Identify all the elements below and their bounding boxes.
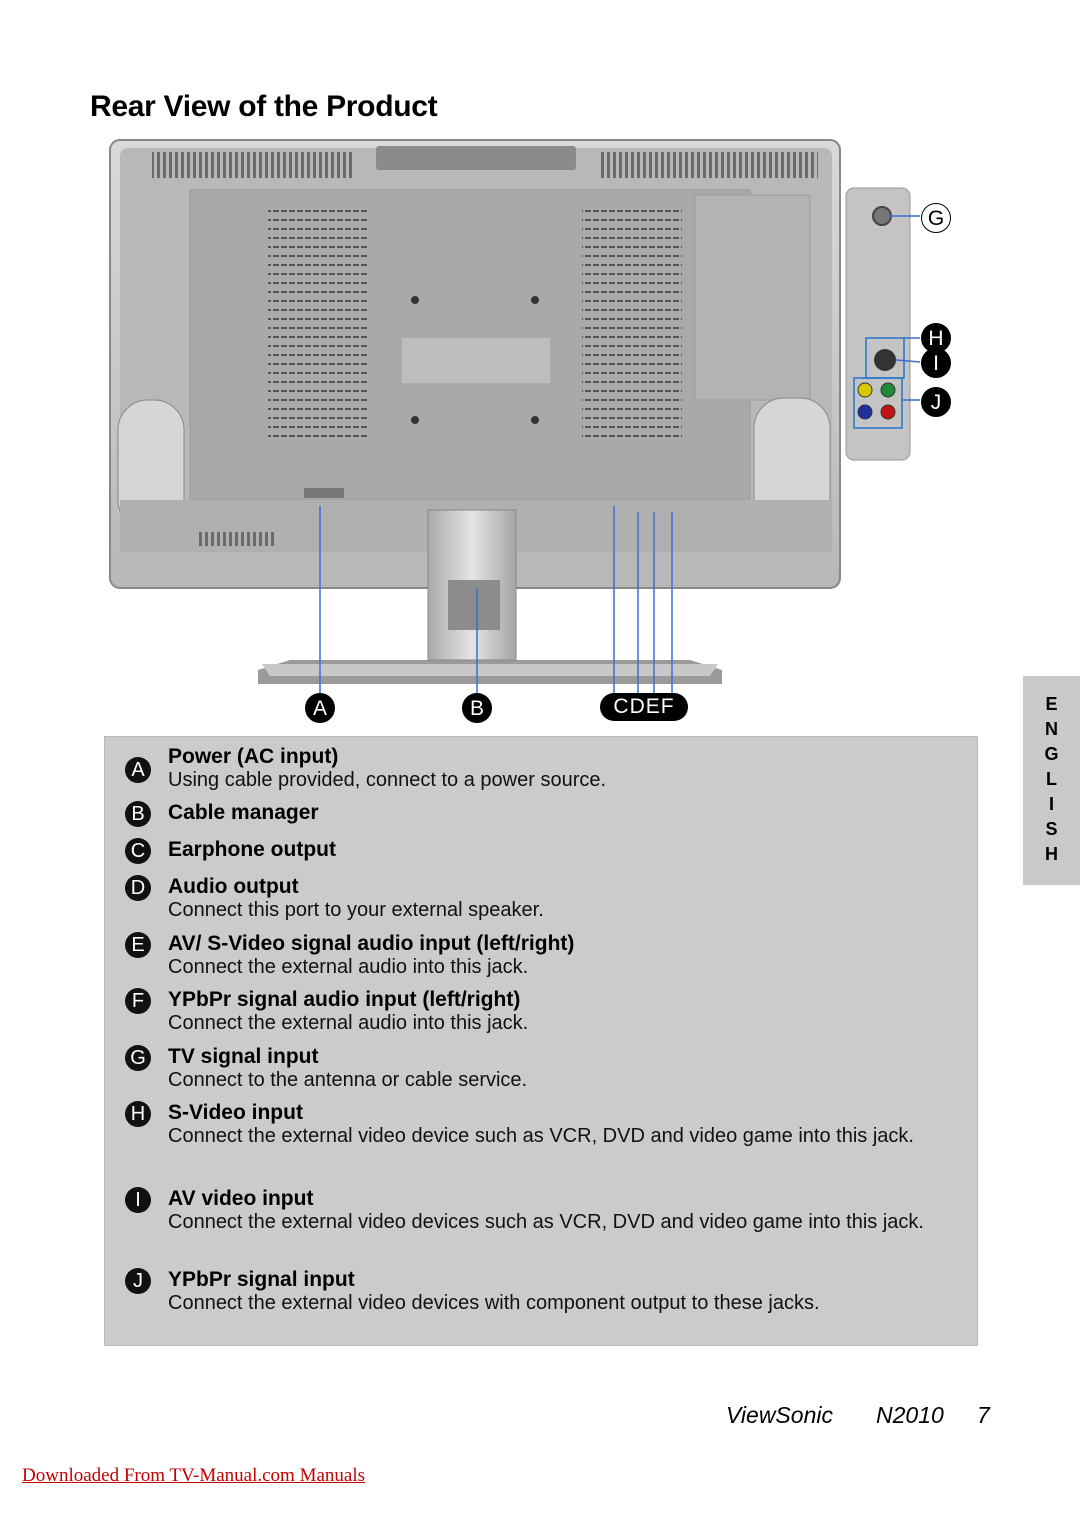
legend-item-title: AV video input	[168, 1187, 314, 1210]
legend-item-title: S-Video input	[168, 1101, 303, 1124]
callout-cdef: CDEF	[600, 693, 688, 721]
legend-badge: H	[125, 1101, 151, 1127]
legend-item-title: TV signal input	[168, 1045, 319, 1068]
side-tab-letter: H	[1045, 844, 1058, 864]
legend-item-desc: Connect the external video devices with …	[168, 1292, 820, 1314]
legend-badge: G	[125, 1045, 151, 1071]
top-vent-right	[598, 152, 818, 178]
legend-item-desc: Connect the external video device such a…	[168, 1125, 914, 1147]
callout-i: I	[921, 348, 951, 378]
callout-b: B	[462, 693, 492, 723]
s-video-jack	[874, 349, 896, 371]
footer-brand: ViewSonic	[726, 1402, 833, 1428]
side-tab-letter: S	[1045, 819, 1058, 839]
side-tab-letter: N	[1045, 719, 1058, 739]
callout-a: A	[305, 693, 335, 723]
legend-badge: J	[125, 1268, 151, 1294]
legend-item-desc: Connect this port to your external speak…	[168, 899, 544, 921]
legend-item-title: YPbPr signal input	[168, 1268, 355, 1291]
legend-item-desc: Using cable provided, connect to a power…	[168, 769, 607, 791]
product-rear-view-figure: A B CDEF G H I J	[0, 0, 1080, 730]
legend-badge: D	[125, 875, 151, 901]
callout-j: J	[921, 387, 951, 417]
footer-model: N2010	[876, 1402, 944, 1428]
legend-item-title: AV/ S-Video signal audio input (left/rig…	[168, 932, 575, 955]
legend-item-desc: Connect the external audio into this jac…	[168, 1012, 529, 1034]
rf-jack	[872, 206, 892, 226]
side-tab-letter: E	[1045, 694, 1058, 714]
legend-item-desc: Connect the external audio into this jac…	[168, 956, 529, 978]
legend-badge: B	[125, 801, 151, 827]
legend-badge: A	[125, 757, 151, 783]
legend-item-title: Audio output	[168, 875, 299, 898]
legend-badge: I	[125, 1187, 151, 1213]
side-vent-right	[582, 205, 682, 440]
download-source-link[interactable]: Downloaded From TV-Manual.com Manuals	[22, 1465, 366, 1486]
legend-item-title: Power (AC input)	[168, 745, 339, 768]
page-number: 7	[977, 1402, 990, 1428]
side-connector-panel	[845, 187, 911, 461]
legend-item-title: Cable manager	[168, 801, 319, 824]
connector-legend: A Power (AC input) Using cable provided,…	[104, 736, 978, 1346]
legend-item-title: Earphone output	[168, 838, 336, 861]
side-tab-letter: I	[1048, 794, 1054, 814]
legend-badge: C	[125, 838, 151, 864]
page-title: Rear View of the Product	[90, 90, 438, 123]
legend-item-desc: Connect to the antenna or cable service.	[168, 1069, 528, 1091]
language-side-tab: E N G L I S H	[1023, 676, 1080, 885]
callout-h: H	[921, 323, 951, 353]
legend-item-desc: Connect the external video devices such …	[168, 1211, 924, 1233]
tv-rear-illustration	[109, 139, 921, 694]
legend-badge: E	[125, 932, 151, 958]
legend-badge: F	[125, 988, 151, 1014]
callout-g: G	[921, 203, 951, 233]
top-vent-left	[152, 152, 352, 178]
legend-item-title: YPbPr signal audio input (left/right)	[168, 988, 521, 1011]
side-tab-letter: L	[1046, 769, 1057, 789]
callout-leader-lines	[319, 215, 921, 694]
side-tab-letter: G	[1044, 744, 1059, 764]
side-vent-left	[268, 205, 368, 440]
